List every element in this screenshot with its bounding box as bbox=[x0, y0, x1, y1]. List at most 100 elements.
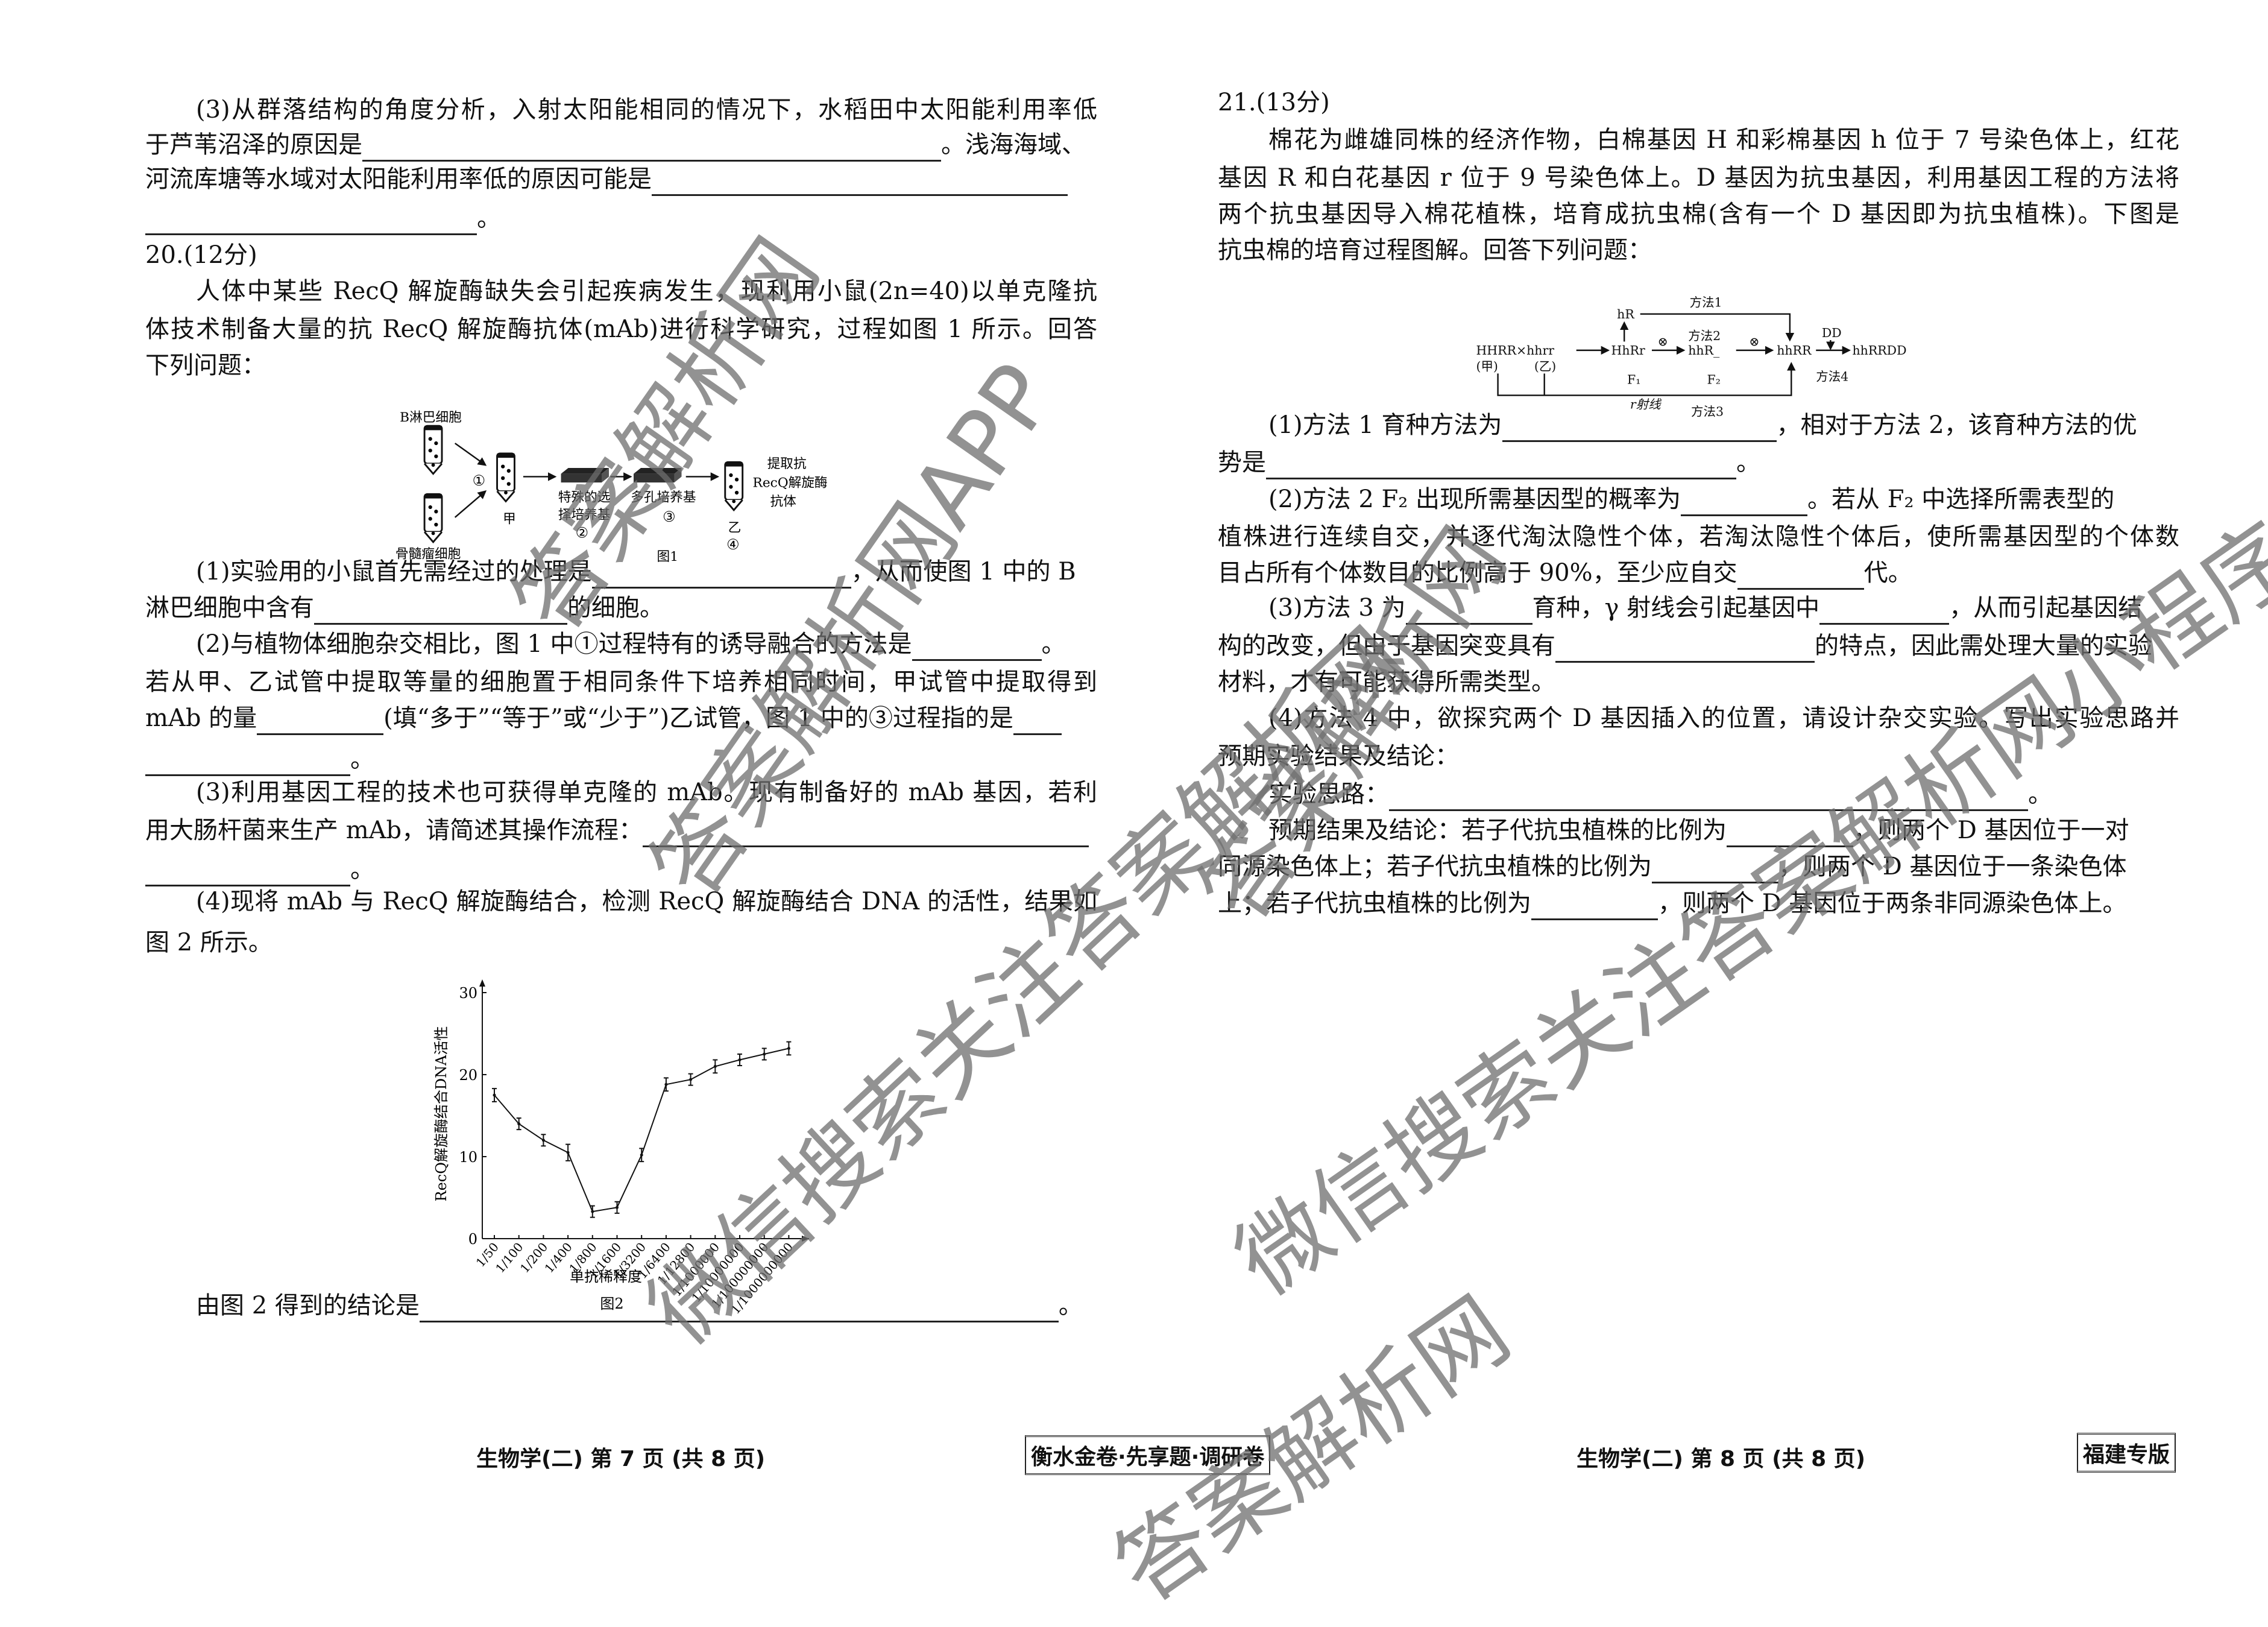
q21-4-line4: 预期结果及结论：若子代抗虫植株的比例为，则两个 D 基因位于一对 bbox=[1218, 814, 2179, 847]
y-axis-arrow-icon bbox=[479, 979, 485, 987]
arrow-icon bbox=[454, 490, 487, 518]
text: ，则两个 D 基因位于一对 bbox=[1853, 817, 2129, 844]
label-multiwell: 多孔培养基 bbox=[631, 490, 696, 505]
arrow-icon bbox=[454, 443, 487, 466]
dd-label: DD bbox=[1822, 326, 1842, 340]
y-axis-label: RecQ解旋酶结合DNA活性 bbox=[433, 1026, 450, 1202]
q20-intro-3: 下列问题： bbox=[145, 352, 266, 379]
data-point bbox=[566, 1151, 570, 1154]
answer-blank[interactable] bbox=[1555, 637, 1815, 663]
footer-brand-box: 衡水金卷·先享题·调研卷 bbox=[1025, 1435, 1271, 1475]
figure-1-hybridoma-process: B淋巴细胞 骨髓瘤细胞 ① 甲 特殊的选 择培养基 ② 多孔培养基 ③ 乙 ④ … bbox=[395, 410, 828, 564]
tube-myeloma-icon bbox=[423, 493, 443, 543]
step-1-label: ① bbox=[473, 472, 486, 489]
answer-blank[interactable] bbox=[591, 563, 851, 589]
q21-4-line5: 同源染色体上；若子代抗虫植株的比例为，则两个 D 基因位于一条染色体 bbox=[1218, 850, 2179, 883]
answer-blank[interactable] bbox=[1266, 453, 1736, 479]
q21-4-line1: (4)方法 4 中，欲探究两个 D 基因插入的位置，请设计杂交实验。写出实验思路… bbox=[1268, 704, 2179, 732]
q19-3-line3: 河流库塘等水域对太阳能利用率低的原因可能是 bbox=[145, 162, 1097, 196]
q20-intro-1: 人体中某些 RecQ 解旋酶缺失会引起疾病发生，现利用小鼠(2n=40)以单克隆… bbox=[196, 277, 1097, 305]
answer-blank[interactable] bbox=[1502, 416, 1777, 442]
text: (3)方法 3 为 bbox=[1268, 594, 1406, 622]
q21-1-line1: (1)方法 1 育种方法为，相对于方法 2，该育种方法的优 bbox=[1218, 408, 2179, 442]
q21-2-line3: 目占所有个体数目的比例高于 90%，至少应自交 代。 bbox=[1218, 556, 2179, 590]
q21-intro-2: 基因 R 和白花基因 r 位于 9 号染色体上。D 基因为抗虫基因，利用基因工程… bbox=[1218, 164, 2179, 192]
answer-blank[interactable] bbox=[145, 861, 350, 886]
final-genotype: hhRRDD bbox=[1852, 343, 1906, 358]
text: 育种，γ 射线会引起基因中 bbox=[1532, 594, 1820, 622]
answer-blank[interactable] bbox=[419, 1297, 1059, 1322]
q20-header: 20.(12分) bbox=[145, 241, 257, 269]
text: 。 bbox=[2028, 780, 2052, 808]
selfing-icon: ⊗ bbox=[1749, 335, 1759, 349]
q21-1-line2: 势是。 bbox=[1218, 446, 2179, 479]
answer-blank[interactable] bbox=[145, 209, 477, 235]
answer-blank[interactable] bbox=[1737, 564, 1864, 590]
text: 淋巴细胞中含有 bbox=[145, 594, 314, 622]
label-selective-medium-2: 择培养基 bbox=[558, 507, 611, 522]
answer-blank[interactable] bbox=[1531, 894, 1658, 920]
data-point bbox=[493, 1093, 496, 1097]
text: 目占所有个体数目的比例高于 90%，至少应自交 bbox=[1218, 559, 1737, 587]
data-point bbox=[517, 1122, 521, 1126]
answer-blank[interactable] bbox=[1013, 709, 1062, 735]
answer-blank[interactable] bbox=[314, 599, 567, 625]
answer-blank[interactable] bbox=[1652, 858, 1778, 883]
tube-yi-label: 乙 bbox=[728, 520, 742, 535]
q20-intro-2: 体技术制备大量的抗 RecQ 解旋酶抗体(mAb)进行科学研究，过程如图 1 所… bbox=[145, 315, 1097, 343]
answer-blank[interactable] bbox=[652, 170, 1068, 196]
text: 上；若子代抗虫植株的比例为 bbox=[1218, 889, 1531, 917]
answer-blank[interactable] bbox=[1389, 785, 2028, 811]
text: 河流库塘等水域对太阳能利用率低的原因可能是 bbox=[145, 165, 652, 193]
data-point bbox=[640, 1153, 643, 1157]
text: (1)实验用的小鼠首先需经过的处理是 bbox=[196, 558, 592, 586]
text: ，从而引起基因结 bbox=[1949, 594, 2143, 622]
label-selective-medium-1: 特殊的选 bbox=[558, 490, 611, 505]
footer-left-page-number: 生物学(二) 第 7 页 (共 8 页) bbox=[476, 1447, 766, 1471]
q20-3-line3: 。 bbox=[145, 853, 1097, 886]
text: 由图 2 得到的结论是 bbox=[196, 1292, 420, 1319]
y-tick-label: 0 bbox=[468, 1231, 477, 1248]
text: 。若从 F₂ 中选择所需表型的 bbox=[1807, 485, 2115, 513]
gamma-ray-label: r射线 bbox=[1630, 397, 1662, 411]
text: (填“多于”“等于”或“少于”)乙试管，图 1 中的③过程指的是 bbox=[383, 704, 1013, 732]
text: 于芦苇沼泽的原因是 bbox=[145, 131, 362, 159]
text: (3)从群落结构的角度分析，入射太阳能相同的情况下，水稻田中太阳能利用率低 bbox=[196, 96, 1097, 124]
q20-2-line1: (2)与植物体细胞杂交相比，图 1 中①过程特有的诱导融合的方法是。 bbox=[145, 627, 1097, 661]
answer-blank[interactable] bbox=[257, 709, 384, 735]
q20-2-line2: 若从甲、乙试管中提取等量的细胞置于相同条件下培养相同时间，甲试管中提取得到 bbox=[145, 668, 1097, 696]
f1-label: F₁ bbox=[1627, 372, 1640, 387]
text: ，则两个 D 基因位于一条染色体 bbox=[1778, 853, 2127, 880]
data-point bbox=[787, 1046, 790, 1050]
chart-title: 图2 bbox=[600, 1295, 623, 1312]
text: 代。 bbox=[1863, 559, 1912, 587]
q21-2-line1: (2)方法 2 F₂ 出现所需基因型的概率为。若从 F₂ 中选择所需表型的 bbox=[1218, 482, 2179, 516]
answer-blank[interactable] bbox=[362, 136, 941, 162]
q21-4-line3: 实验思路：。 bbox=[1218, 777, 2179, 811]
q21-header: 21.(13分) bbox=[1218, 89, 1330, 116]
answer-blank[interactable] bbox=[1819, 599, 1950, 625]
parent-jia-label: (甲) bbox=[1476, 359, 1498, 374]
answer-blank[interactable] bbox=[1727, 821, 1853, 847]
text: 。浅海海域、 bbox=[941, 131, 1086, 159]
q20-3-line1: (3)利用基因工程的技术也可获得单克隆的 mAb。现有制备好的 mAb 基因，若… bbox=[196, 779, 1097, 806]
q19-3-line2: 于芦苇沼泽的原因是 。浅海海域、 bbox=[145, 128, 1097, 162]
target-genotype: hhRR bbox=[1777, 343, 1812, 358]
q20-4-line2: 图 2 所示。 bbox=[145, 929, 272, 956]
tube-yi-icon bbox=[724, 461, 744, 511]
q21-intro-3: 两个抗虫基因导入棉花植株，培育成抗虫棉(含有一个 D 基因即为抗虫植株)。下图是 bbox=[1218, 200, 2179, 228]
q21-4-line2: 预期实验结果及结论： bbox=[1218, 742, 1459, 770]
data-point bbox=[713, 1064, 717, 1068]
answer-blank[interactable] bbox=[643, 821, 1089, 847]
data-line bbox=[494, 1047, 789, 1213]
step-2-label: ② bbox=[576, 525, 589, 542]
q20-3-line2: 用大肠杆菌来生产 mAb，请简述其操作流程： bbox=[145, 814, 1097, 847]
answer-blank[interactable] bbox=[912, 635, 1042, 661]
answer-blank[interactable] bbox=[1681, 490, 1808, 516]
text: mAb 的量 bbox=[145, 704, 257, 732]
q21-3-line1: (3)方法 3 为 育种，γ 射线会引起基因中 ，从而引起基因结 bbox=[1218, 591, 2179, 625]
f2-label: F₂ bbox=[1707, 372, 1721, 387]
answer-blank[interactable] bbox=[145, 750, 350, 776]
text: (1)方法 1 育种方法为 bbox=[1268, 411, 1502, 439]
answer-blank[interactable] bbox=[1405, 599, 1532, 625]
